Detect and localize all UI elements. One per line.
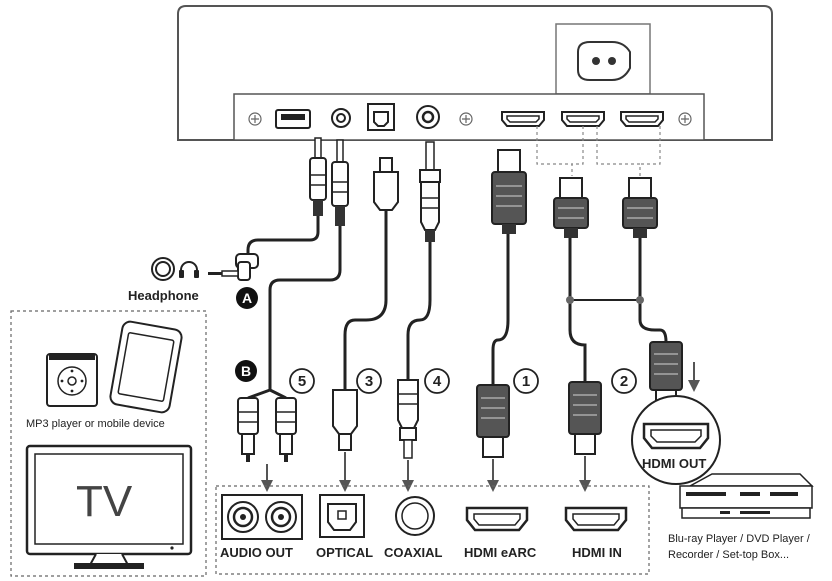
mobile-device-icon	[109, 320, 183, 414]
hdmi-in-port	[564, 506, 628, 532]
optical-label: OPTICAL	[316, 545, 373, 560]
tv-label: TV	[76, 477, 133, 526]
headphones-icon	[179, 261, 199, 278]
coaxial-plug-icon	[397, 379, 419, 459]
coaxial-label: COAXIAL	[384, 545, 443, 560]
marker-1: 1	[522, 373, 530, 390]
marker-2: 2	[620, 373, 628, 390]
power-inlet-icon	[577, 41, 631, 81]
hdmi-out-callout	[631, 395, 721, 485]
marker-b-label: B	[241, 363, 251, 379]
hdmi-in-label: HDMI IN	[572, 545, 622, 560]
hdmi-plug-icon	[491, 149, 658, 238]
coaxial-plug-icon	[419, 141, 441, 242]
marker-b: B	[235, 360, 257, 382]
hdmi-out-label: HDMI OUT	[642, 456, 706, 471]
number-markers	[289, 368, 637, 394]
aux-jack-port	[331, 108, 351, 128]
arrow-down-icon	[261, 362, 700, 492]
hdmi-earc-port	[465, 506, 529, 532]
headphone-plug-icon	[208, 253, 259, 281]
bluray-player-icon	[679, 473, 814, 519]
optical-plug-icon	[373, 157, 399, 211]
audio-plug-icon	[309, 137, 349, 226]
marker-4: 4	[433, 373, 442, 390]
coaxial-input-port	[395, 496, 435, 536]
marker-3: 3	[365, 373, 373, 390]
headphone-label: Headphone	[128, 288, 199, 303]
input-ports-box	[215, 485, 650, 575]
bluray-label-line2: Recorder / Set-top Box...	[668, 549, 789, 561]
hdmi-port	[501, 111, 664, 127]
marker-5: 5	[298, 373, 306, 390]
audio-out-label: AUDIO OUT	[220, 545, 293, 560]
cables	[246, 210, 668, 400]
usb-port	[275, 109, 311, 129]
bluray-label-line1: Blu-ray Player / DVD Player /	[668, 533, 811, 545]
mp3-label: MP3 player or mobile device	[26, 418, 165, 430]
audio-out-port	[221, 494, 303, 540]
screw-icon	[248, 112, 692, 126]
soundbar-unit	[177, 5, 773, 141]
rca-plug-icon	[237, 397, 297, 462]
source-devices-box	[10, 310, 207, 577]
headphone-jack-icon	[151, 257, 175, 281]
optical-input-port	[319, 494, 365, 538]
guide-lines	[536, 126, 661, 176]
tv-icon	[25, 444, 193, 569]
hdmi-earc-label: HDMI eARC	[464, 545, 537, 560]
marker-a: A	[236, 287, 258, 309]
mp3-player-icon	[46, 353, 98, 407]
optical-port	[367, 103, 395, 131]
hdmi-plug-icon	[476, 341, 683, 458]
coaxial-port	[416, 105, 440, 129]
optical-plug-icon	[332, 389, 358, 451]
marker-a-label: A	[242, 290, 252, 306]
